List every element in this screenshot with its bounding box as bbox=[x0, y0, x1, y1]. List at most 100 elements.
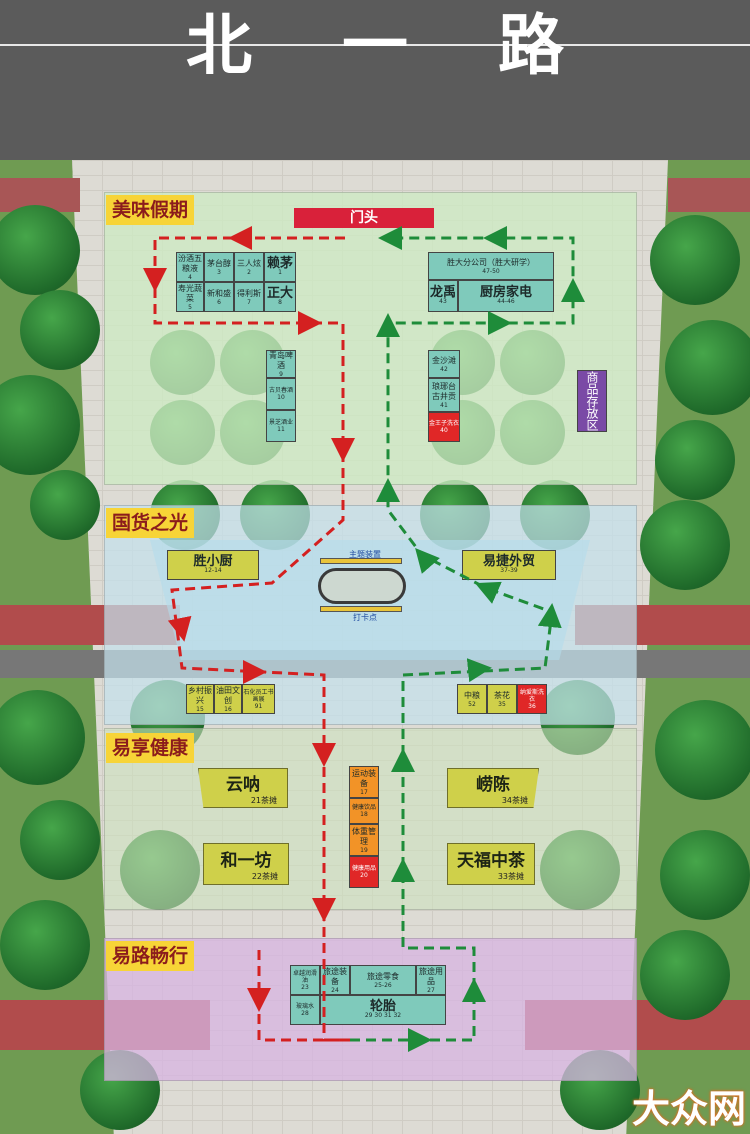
road-line bbox=[0, 44, 750, 46]
theme-bar bbox=[320, 558, 402, 564]
tea-stall-number: 34茶摊 bbox=[501, 796, 528, 805]
booth-label: 厨房家电 bbox=[479, 284, 532, 300]
tree-icon bbox=[665, 320, 750, 415]
booth-label: 古贝春酒 bbox=[268, 387, 293, 394]
booth-label: 茅台醇 bbox=[207, 258, 231, 268]
booth-number: 37-39 bbox=[500, 566, 518, 574]
booth-number: 47-50 bbox=[482, 267, 500, 275]
walkway bbox=[668, 178, 750, 212]
tree-icon bbox=[655, 700, 750, 800]
booth-label: 健康用品 bbox=[351, 865, 376, 872]
booth-shengda[interactable]: 胜大分公司（胜大研学）47-50 bbox=[428, 252, 554, 280]
zone-meiwei bbox=[104, 192, 637, 485]
booth-number: 36 bbox=[528, 702, 536, 710]
gate-sign: 门头 bbox=[294, 208, 434, 228]
road-name: 北 一 路 bbox=[0, 0, 750, 84]
booth-number: 44-46 bbox=[497, 297, 515, 305]
booth-label: 玻璃水 bbox=[295, 1003, 314, 1010]
booth-number: 23 bbox=[301, 983, 309, 991]
tea-stall-number: 33茶摊 bbox=[497, 872, 524, 881]
booth-label: 运动装备 bbox=[352, 768, 376, 788]
booth-label: 茶花 bbox=[494, 690, 510, 700]
tree-icon bbox=[640, 500, 730, 590]
booth-number: 43 bbox=[439, 297, 447, 305]
booth-label: 体重管理 bbox=[352, 826, 376, 846]
tree-icon bbox=[0, 375, 80, 475]
booth-label: 旅途装备 bbox=[323, 966, 347, 986]
tree-icon bbox=[0, 900, 90, 990]
booth-number: 10 bbox=[277, 394, 285, 401]
booth-label: 胜小厨 bbox=[193, 553, 233, 569]
booth-number: 16 bbox=[224, 705, 232, 713]
theme-label: 主题装置 bbox=[349, 550, 381, 559]
booth-label: 石化员工书画展 bbox=[243, 688, 274, 703]
photo-bar bbox=[320, 606, 402, 612]
red-route-path bbox=[153, 236, 349, 1042]
booth-number: 5 bbox=[188, 303, 192, 311]
booth-label: 中粮 bbox=[464, 690, 480, 700]
booth-number: 6 bbox=[217, 298, 221, 306]
tea-stall-name: 天福中茶 bbox=[457, 851, 525, 871]
booth-number: 28 bbox=[301, 1010, 309, 1017]
booth-number: 27 bbox=[427, 986, 435, 994]
booth-label: 正大 bbox=[266, 285, 293, 301]
tea-stall-name: 和一坊 bbox=[220, 851, 272, 871]
booth-number: 91 bbox=[254, 702, 263, 710]
booth-label: 三人炫 bbox=[237, 258, 261, 268]
booth-label: 旅途零食 bbox=[367, 971, 399, 981]
booth-label: 卓越润滑油 bbox=[292, 969, 317, 984]
booth-number: 7 bbox=[247, 298, 251, 306]
tree-icon bbox=[650, 215, 740, 305]
road-char-3: 路 bbox=[498, 7, 564, 84]
tea-stall-name: 崂陈 bbox=[476, 775, 510, 795]
booth-number: 24 bbox=[331, 986, 339, 994]
tree-icon bbox=[655, 420, 735, 500]
storage-area: 商品存放区 bbox=[577, 370, 607, 432]
arrow-icon bbox=[466, 658, 492, 683]
booth-label: 旅途用品 bbox=[419, 966, 443, 986]
booth-number: 2 bbox=[247, 268, 251, 276]
booth-number: 52 bbox=[468, 700, 476, 708]
red-route-path bbox=[257, 950, 350, 1042]
booth-number: 41 bbox=[440, 401, 448, 409]
green-route-path bbox=[350, 236, 575, 1042]
